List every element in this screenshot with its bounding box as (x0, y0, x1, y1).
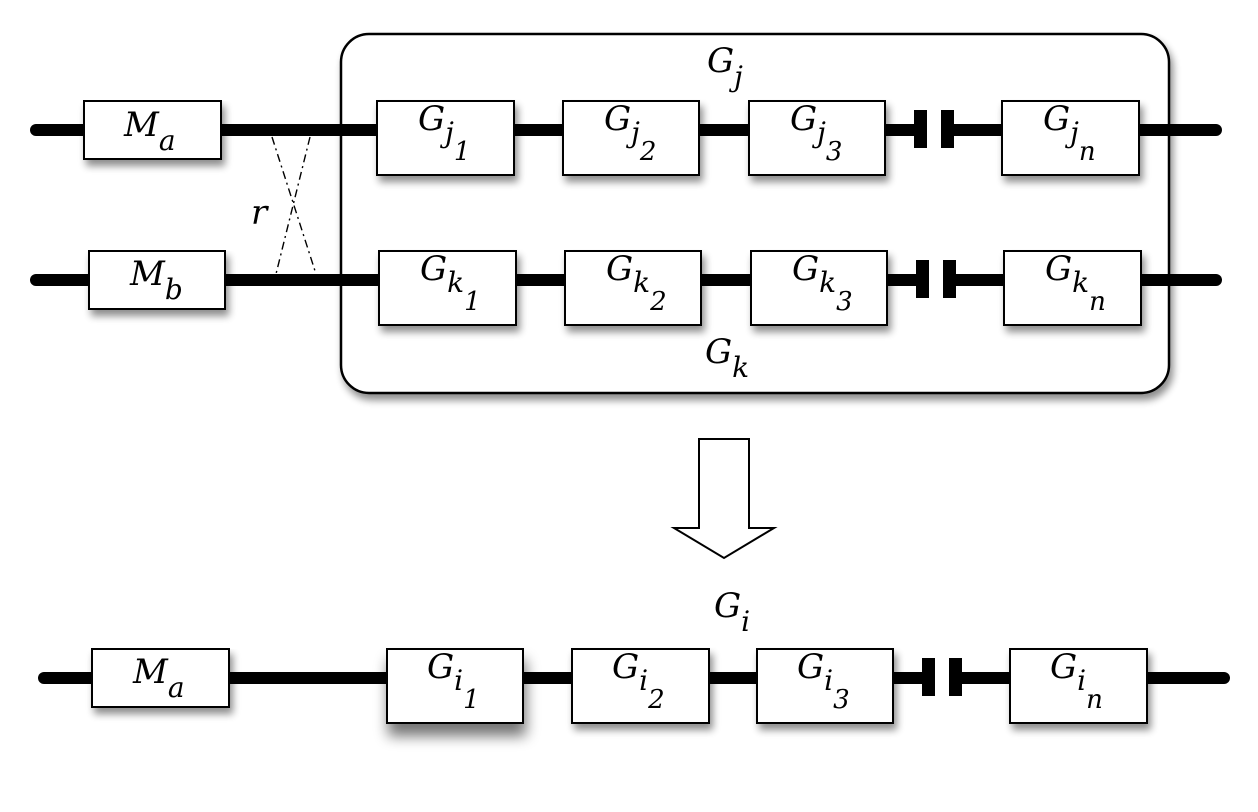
chromosome-i: Ma Gi1 Gi2 Gi3 Gin (38, 647, 1230, 724)
gene-box-i3 (756, 648, 894, 724)
break-symbol-k-right (943, 260, 956, 298)
gene-box-k3 (750, 250, 888, 326)
chromosome-j: Ma Gj1 Gj2 Gj3 Gjn (30, 99, 1222, 176)
marker-label-a-top: Ma (123, 105, 176, 157)
crossover-line-1 (271, 136, 317, 275)
break-symbol-i-right (949, 658, 962, 696)
gene-box-j3 (748, 100, 886, 176)
break-symbol-i-left (922, 658, 935, 696)
marker-box-b (88, 250, 226, 310)
gene-label-kn: Gkn (1045, 249, 1106, 317)
gene-box-i1 (386, 648, 524, 724)
marker-box-a-bottom (91, 648, 230, 708)
break-symbol-k-left (916, 260, 929, 298)
recombination-label: r (251, 193, 269, 233)
gene-box-in (1009, 648, 1148, 724)
gene-label-j2: Gj2 (604, 99, 656, 167)
gene-box-kn (1003, 250, 1142, 326)
gene-box-j1 (376, 100, 515, 176)
crossover-line-2 (275, 136, 311, 275)
gene-label-in: Gin (1050, 647, 1103, 715)
gene-label-i2: Gi2 (612, 647, 665, 715)
marker-box-a-top (83, 100, 222, 160)
gene-box-j2 (562, 100, 700, 176)
marker-label-a-bottom: Ma (132, 652, 185, 704)
gene-box-k2 (564, 250, 702, 326)
gene-label-k3: Gk3 (792, 249, 853, 317)
chromosome-k: Mb Gk1 Gk2 Gk3 Gkn (30, 249, 1222, 326)
gene-box-i2 (571, 648, 710, 724)
gene-label-k1: Gk1 (420, 249, 481, 317)
parent-genome-container (339, 32, 1171, 395)
down-arrow-icon (670, 438, 778, 560)
gene-label-i1: Gi1 (427, 647, 480, 715)
gene-box-jn (1001, 100, 1140, 176)
gene-label-k2: Gk2 (606, 249, 667, 317)
break-symbol-j-right (941, 110, 954, 148)
gene-label-i3: Gi3 (797, 647, 850, 715)
group-label-i: Gi (714, 586, 750, 638)
marker-label-b: Mb (129, 254, 183, 306)
break-symbol-j-left (914, 110, 927, 148)
group-label-k: Gk (705, 332, 749, 384)
gene-box-k1 (378, 250, 517, 326)
gene-label-j1: Gj1 (418, 99, 470, 167)
